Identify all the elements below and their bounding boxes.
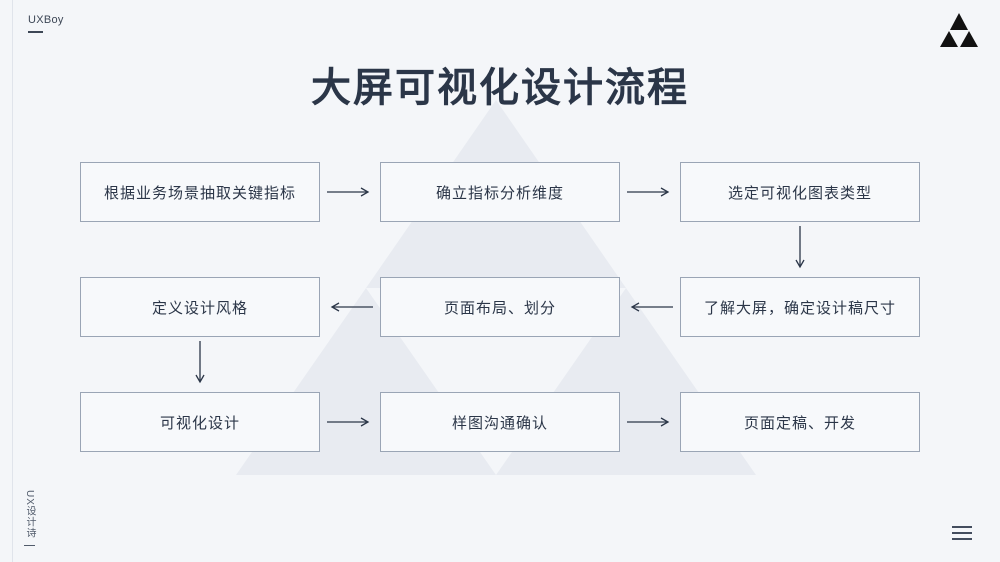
flow-node[interactable]: 页面布局、划分	[380, 277, 620, 337]
flow-node[interactable]: 可视化设计	[80, 392, 320, 452]
arrow-left-icon	[620, 277, 680, 337]
footer-vertical-text: UX设计诗	[24, 490, 35, 539]
arrow-down-icon	[780, 224, 820, 274]
flow-node[interactable]: 页面定稿、开发	[680, 392, 920, 452]
flow-diagram: 根据业务场景抽取关键指标 确立指标分析维度 选定可视化图表类型 定义设计风格	[80, 162, 920, 452]
flow-row: 可视化设计 样图沟通确认 页面定稿、开发	[80, 392, 920, 452]
arrow-right-icon	[620, 162, 680, 222]
flow-node[interactable]: 确立指标分析维度	[380, 162, 620, 222]
menu-bar	[952, 538, 972, 540]
triangle-trio-logo-icon	[940, 12, 978, 48]
flow-node[interactable]: 定义设计风格	[80, 277, 320, 337]
footer-vertical-label: UX设计诗	[22, 490, 37, 546]
flow-node[interactable]: 了解大屏，确定设计稿尺寸	[680, 277, 920, 337]
flow-node[interactable]: 选定可视化图表类型	[680, 162, 920, 222]
hamburger-menu-icon[interactable]	[952, 526, 972, 540]
flow-node[interactable]: 根据业务场景抽取关键指标	[80, 162, 320, 222]
brand: UXBoy	[28, 14, 64, 33]
arrow-right-icon	[320, 162, 380, 222]
brand-name: UXBoy	[28, 14, 64, 26]
flow-node[interactable]: 样图沟通确认	[380, 392, 620, 452]
arrow-right-icon	[620, 392, 680, 452]
brand-underline	[28, 31, 43, 33]
menu-bar	[952, 532, 972, 534]
arrow-down-icon	[180, 339, 220, 389]
arrow-right-icon	[320, 392, 380, 452]
flow-gap	[80, 222, 920, 277]
left-rail-divider	[12, 0, 13, 562]
page-title: 大屏可视化设计流程	[311, 66, 689, 110]
flow-gap	[80, 337, 920, 392]
flow-row: 定义设计风格 页面布局、划分 了解大屏，确定设计稿尺寸	[80, 277, 920, 337]
footer-underline	[24, 545, 35, 546]
arrow-left-icon	[320, 277, 380, 337]
flow-row: 根据业务场景抽取关键指标 确立指标分析维度 选定可视化图表类型	[80, 162, 920, 222]
menu-bar	[952, 526, 972, 528]
